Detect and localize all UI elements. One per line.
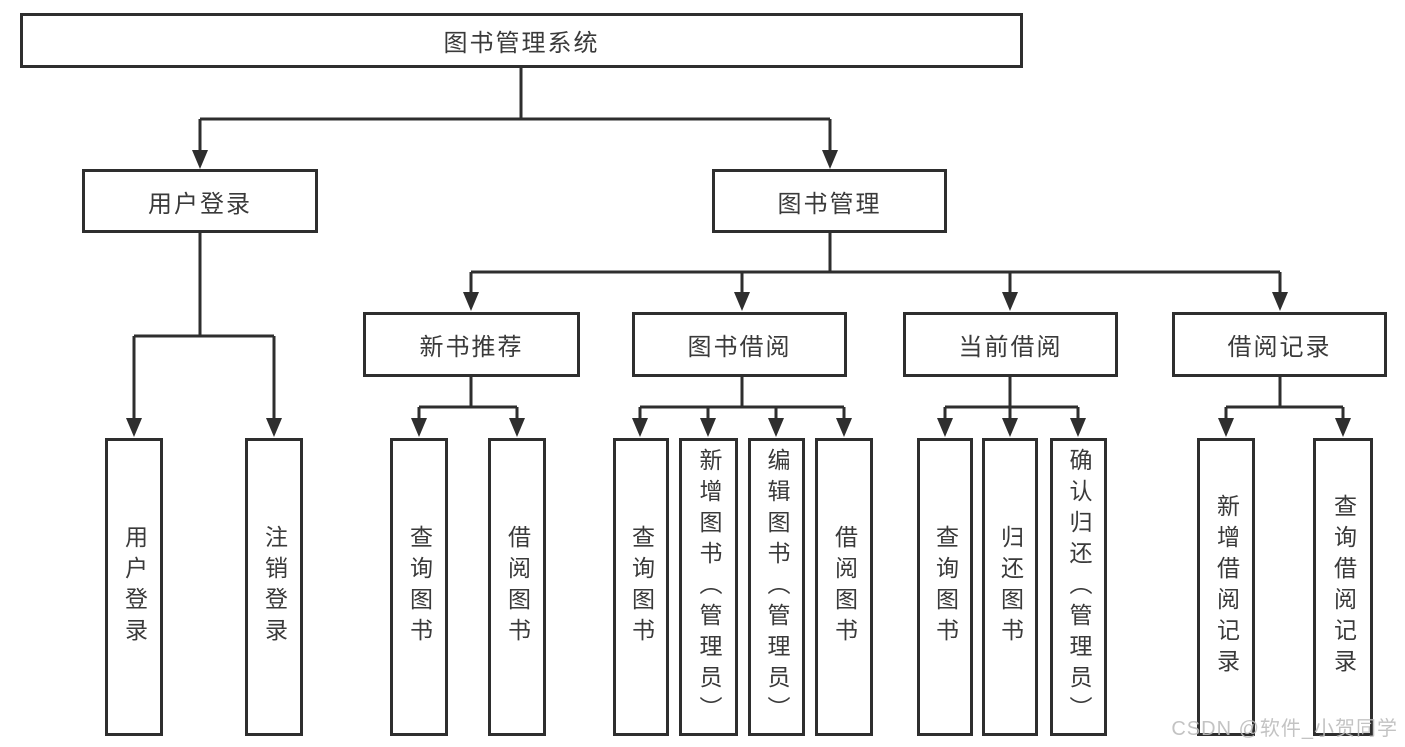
leaf-query-borrow-record: 查询借阅记录 bbox=[1313, 438, 1373, 736]
leaf-label: 查询图书 bbox=[406, 525, 433, 649]
node-borrowing-records: 借阅记录 bbox=[1172, 312, 1387, 377]
node-book-borrowing: 图书借阅 bbox=[632, 312, 847, 377]
leaf-user-login: 用户登录 bbox=[105, 438, 163, 736]
leaf-query-books-recommend: 查询图书 bbox=[390, 438, 448, 736]
leaf-label: 归还图书 bbox=[997, 525, 1024, 649]
leaf-query-books-current: 查询图书 bbox=[917, 438, 973, 736]
leaf-borrow-books-recommend: 借阅图书 bbox=[488, 438, 546, 736]
leaf-label: 用户登录 bbox=[121, 525, 148, 649]
leaf-add-books-admin: 新增图书（管理员） bbox=[679, 438, 738, 736]
leaf-label: 查询借阅记录 bbox=[1330, 494, 1357, 680]
leaf-label: 查询图书 bbox=[628, 525, 655, 649]
leaf-label: 确认归还（管理员） bbox=[1066, 447, 1092, 727]
leaf-query-books-borrow: 查询图书 bbox=[613, 438, 669, 736]
leaf-label: 新增借阅记录 bbox=[1213, 494, 1240, 680]
leaf-label: 注销登录 bbox=[261, 525, 288, 649]
leaf-label: 借阅图书 bbox=[831, 525, 858, 649]
leaf-edit-books-admin: 编辑图书（管理员） bbox=[748, 438, 805, 736]
node-new-book-recommendation: 新书推荐 bbox=[363, 312, 580, 377]
leaf-confirm-return-admin: 确认归还（管理员） bbox=[1050, 438, 1107, 736]
node-label: 当前借阅 bbox=[958, 334, 1063, 361]
node-current-borrowing: 当前借阅 bbox=[903, 312, 1118, 377]
leaf-label: 新增图书（管理员） bbox=[696, 447, 722, 727]
node-label: 图书管理系统 bbox=[443, 30, 600, 57]
node-label: 新书推荐 bbox=[419, 334, 524, 361]
csdn-watermark: CSDN @软件_小贺同学 bbox=[1171, 718, 1398, 740]
leaf-label: 编辑图书（管理员） bbox=[764, 447, 790, 727]
leaf-add-borrow-record: 新增借阅记录 bbox=[1197, 438, 1255, 736]
node-user-login: 用户登录 bbox=[82, 169, 318, 233]
leaf-logout-login: 注销登录 bbox=[245, 438, 303, 736]
node-label: 图书管理 bbox=[777, 190, 882, 218]
node-book-management: 图书管理 bbox=[712, 169, 947, 233]
node-label: 借阅记录 bbox=[1227, 334, 1332, 361]
leaf-borrow-books: 借阅图书 bbox=[815, 438, 873, 736]
node-library-management-system: 图书管理系统 bbox=[20, 13, 1023, 68]
leaf-return-books: 归还图书 bbox=[982, 438, 1038, 736]
leaf-label: 查询图书 bbox=[932, 525, 959, 649]
node-label: 用户登录 bbox=[148, 190, 252, 218]
leaf-label: 借阅图书 bbox=[504, 525, 531, 649]
node-label: 图书借阅 bbox=[687, 334, 792, 361]
